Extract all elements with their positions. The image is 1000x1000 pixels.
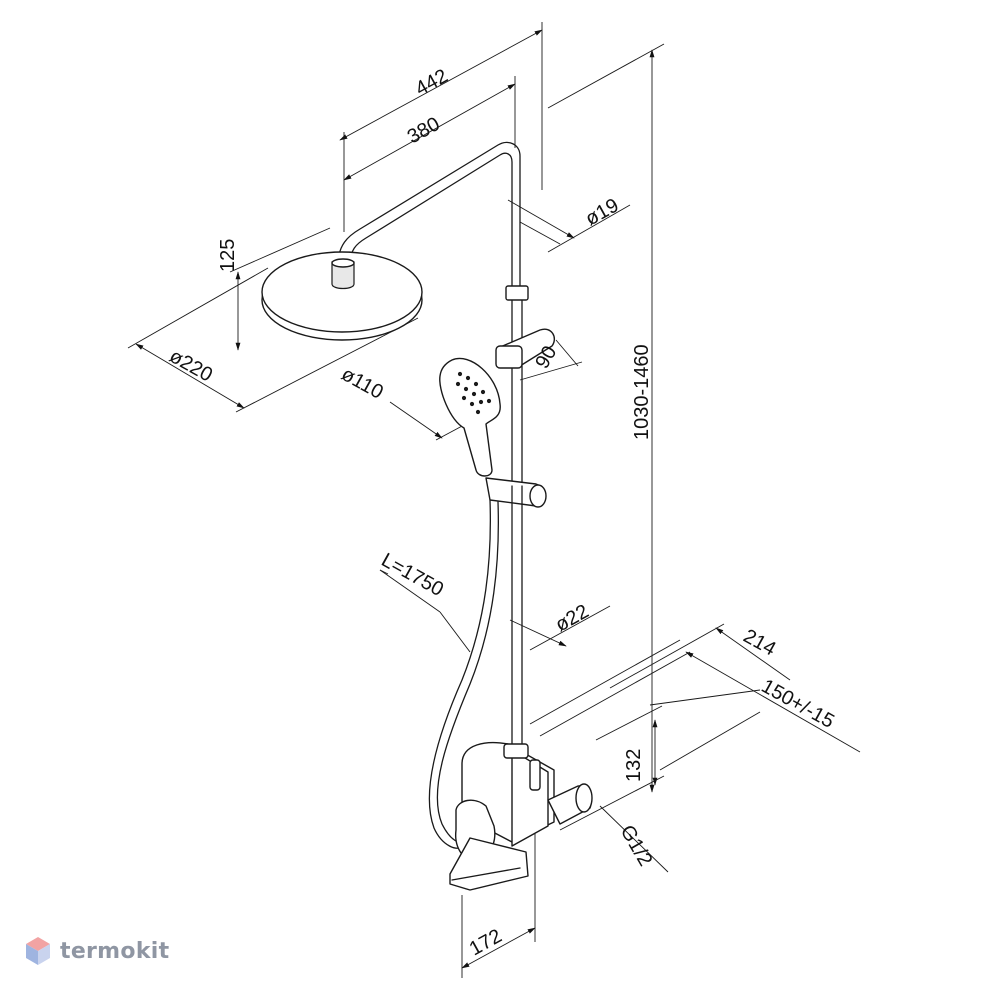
shower-hardware (261, 141, 593, 891)
brand-logo: termokit (24, 935, 169, 967)
dim-220-label: ø220 (166, 345, 217, 386)
dim-125-label: 125 (217, 239, 239, 272)
dim-19-label: ø19 (582, 194, 623, 230)
hand-shower-holder (485, 477, 547, 508)
mixer-valve (449, 741, 593, 891)
dim-214-label: 214 (740, 625, 780, 660)
dim-150-label: 150+/-15 (758, 675, 838, 733)
slider-bracket (495, 328, 556, 369)
dim-110-label: ø110 (338, 363, 387, 404)
dim-height-range-label: 1030-1460 (631, 344, 653, 440)
thread-label: G1/2 (616, 822, 657, 871)
dim-132-label: 132 (623, 749, 645, 782)
dim-442-label: 442 (412, 65, 452, 100)
dim-22-label: ø22 (552, 600, 593, 636)
cube-logo-icon (26, 937, 50, 965)
dimension-lines (127, 22, 861, 978)
rain-shower-head (261, 251, 423, 341)
brand-name: termokit (60, 938, 170, 964)
hand-shower (439, 357, 501, 477)
dim-172-label: 172 (466, 925, 506, 960)
